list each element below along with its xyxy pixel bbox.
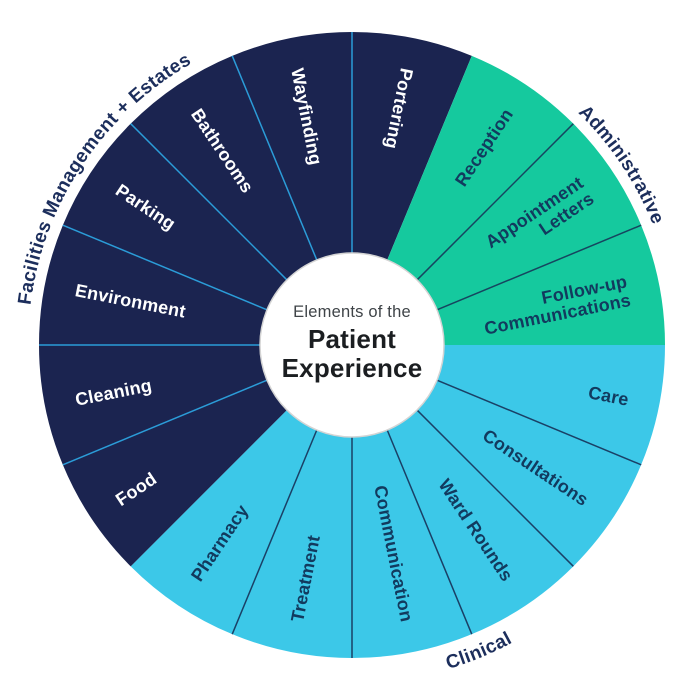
wedge-parking xyxy=(62,123,287,310)
wedge-reception xyxy=(387,55,574,280)
wedge-ward-rounds xyxy=(387,410,574,635)
center-circle xyxy=(259,252,445,438)
wedge-cleaning xyxy=(39,345,267,465)
segment-divider xyxy=(62,224,268,311)
wedge-communication xyxy=(352,430,472,658)
segment-divider xyxy=(416,409,574,567)
wedge-consultations xyxy=(417,380,642,567)
segment-divider xyxy=(436,379,642,466)
wedge-environment xyxy=(39,225,267,345)
segment-divider xyxy=(130,123,288,281)
wedge-care xyxy=(437,345,665,465)
wedge-treatment xyxy=(232,430,352,658)
segment-divider xyxy=(386,429,473,635)
wedge-appointment-letters xyxy=(417,123,642,310)
segment-divider xyxy=(436,224,642,311)
wedge-portering xyxy=(352,32,472,260)
segment-divider xyxy=(231,429,318,635)
wedge-bathrooms xyxy=(130,55,317,280)
wedge-pharmacy xyxy=(130,410,317,635)
wedge-wayfinding xyxy=(232,32,352,260)
segment-divider xyxy=(62,379,268,466)
wedge-food xyxy=(62,380,287,567)
segment-divider xyxy=(231,55,318,261)
segment-divider xyxy=(416,123,574,281)
wedge-follow-up-communications xyxy=(437,225,665,345)
